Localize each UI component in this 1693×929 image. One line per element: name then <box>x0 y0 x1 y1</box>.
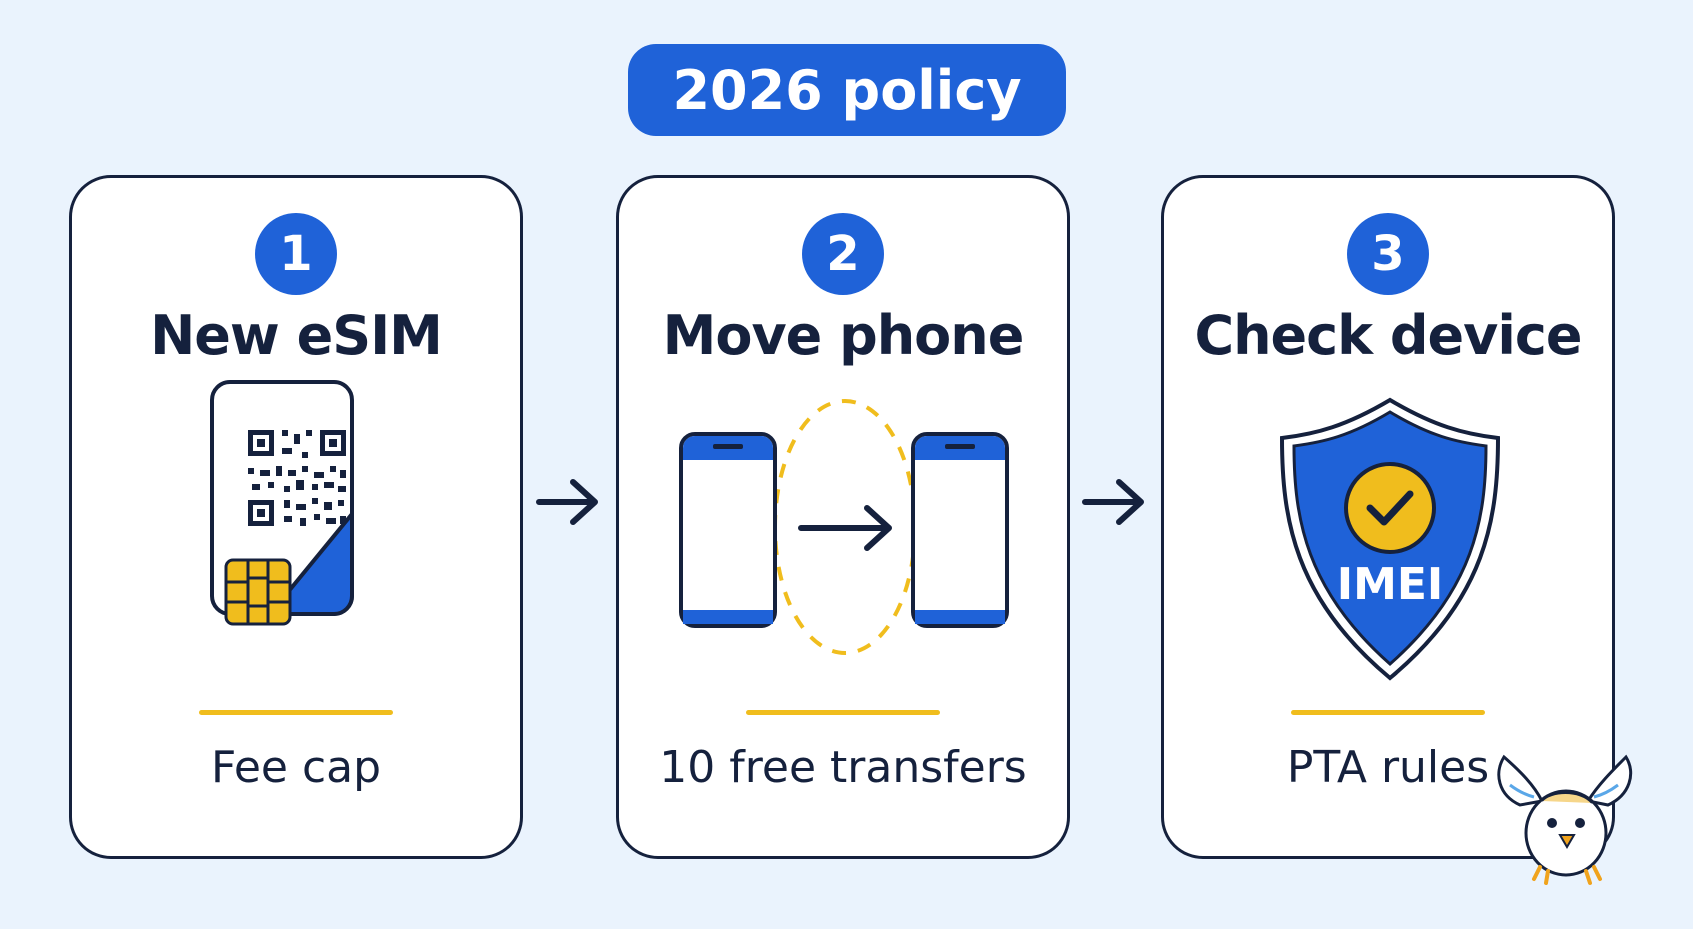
esim-qr-card-icon <box>210 380 354 626</box>
step-card-move-phone: 2 Move phone 10 free transfers <box>616 175 1070 859</box>
arrow-right-icon <box>536 479 598 525</box>
policy-header-pill: 2026 policy <box>628 44 1066 136</box>
step-number-badge: 2 <box>802 213 884 295</box>
step-caption: 10 free transfers <box>659 742 1027 793</box>
step-caption: Fee cap <box>210 742 382 793</box>
imei-label: IMEI <box>1337 559 1444 610</box>
arrow-right-icon <box>1082 479 1144 525</box>
imei-shield-icon: IMEI <box>1279 397 1501 681</box>
bird-mascot-icon <box>1497 754 1633 885</box>
divider <box>199 710 393 715</box>
divider <box>746 710 940 715</box>
step-caption: PTA rules <box>1286 742 1490 793</box>
step-number-badge: 1 <box>255 213 337 295</box>
step-number-badge: 3 <box>1347 213 1429 295</box>
step-card-check-device: 3 Check device IMEI PTA rules <box>1161 175 1615 859</box>
phone-transfer-icon <box>679 399 1009 655</box>
step-title: Check device <box>1194 304 1582 367</box>
policy-header-label: 2026 policy <box>672 58 1022 122</box>
step-title: Move phone <box>662 304 1025 367</box>
step-card-esim: 1 New eSIM Fee cap <box>69 175 523 859</box>
divider <box>1291 710 1485 715</box>
step-title: New eSIM <box>150 304 443 367</box>
